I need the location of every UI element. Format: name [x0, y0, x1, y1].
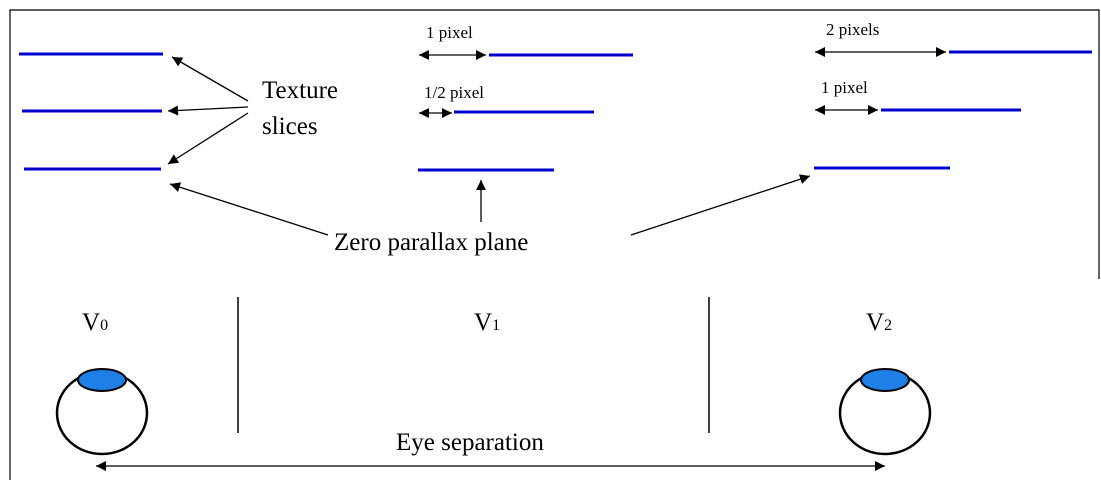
zero-parallax-arrow-v0: [169, 182, 329, 236]
v2-middle-offset-label: 1 pixel: [821, 78, 868, 97]
texture-pointer-arrows: [167, 56, 249, 165]
view-label-v1: V1: [474, 309, 500, 336]
view-label-v0: V0: [82, 309, 108, 336]
texture-label-line1: Texture: [262, 77, 338, 104]
texture-arrow-top: [171, 56, 249, 102]
zero-parallax-label: Zero parallax plane: [334, 229, 528, 256]
texture-arrow-middle: [167, 105, 249, 116]
view-label-v2: V2: [866, 309, 892, 336]
zero-parallax-arrow-v2: [630, 174, 811, 236]
frame-border: [9, 9, 1100, 480]
zero-parallax-arrows: [169, 174, 811, 236]
left-eye-icon: [55, 368, 149, 456]
v1-middle-offset-label: 1/2 pixel: [424, 83, 484, 102]
v2-texture-slices: [814, 50, 1092, 170]
v0-texture-slices: [19, 52, 163, 171]
v1-texture-slices: [418, 53, 633, 172]
v1-top-offset-label: 1 pixel: [426, 23, 473, 42]
v2-top-offset-label: 2 pixels: [826, 20, 879, 39]
right-eye-icon: [838, 368, 932, 456]
texture-arrow-bottom: [167, 112, 249, 165]
eye-separation-label: Eye separation: [396, 429, 544, 456]
texture-label-line2: slices: [262, 113, 318, 140]
